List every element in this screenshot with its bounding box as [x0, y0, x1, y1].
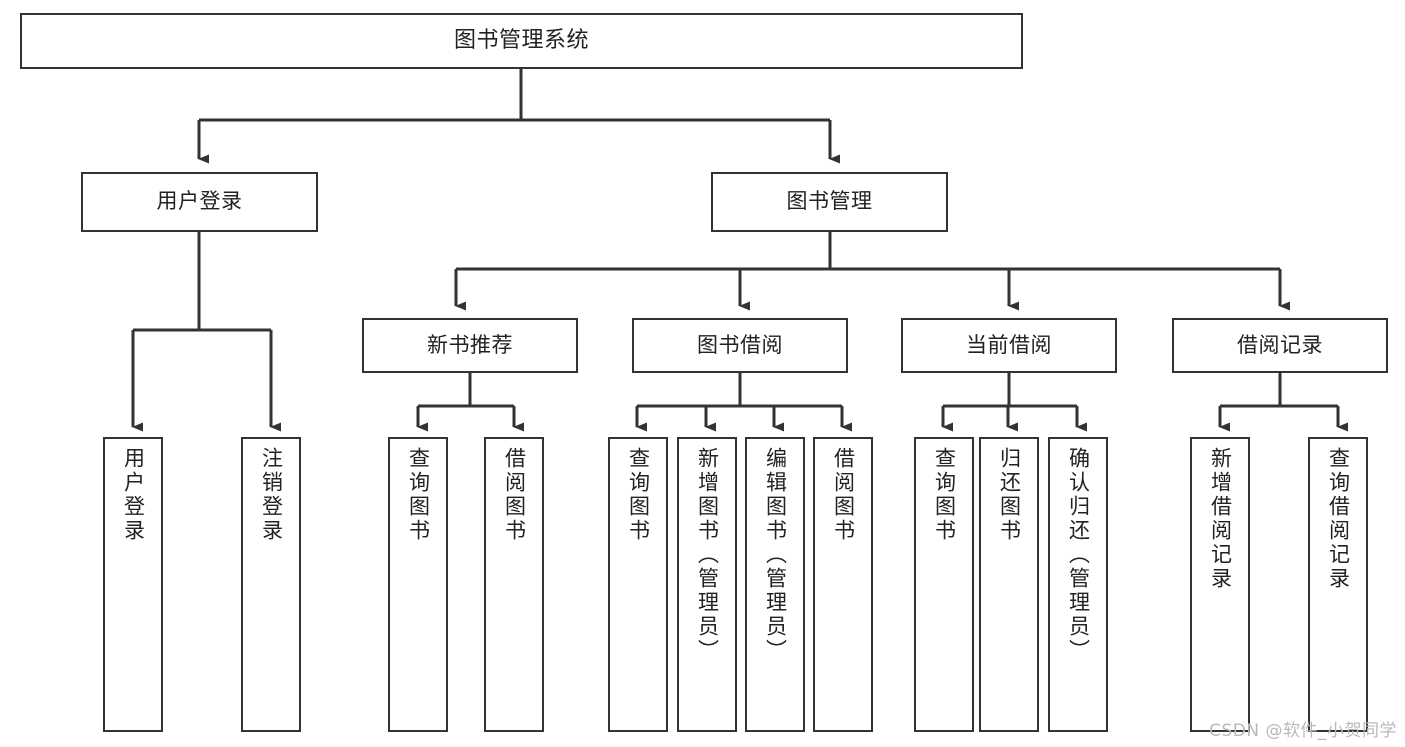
node-label: 借阅图书	[831, 447, 856, 543]
leaf-book-borrow-query-book[interactable]: 查询图书	[608, 437, 668, 732]
leaf-new-book-query-book[interactable]: 查询图书	[388, 437, 448, 732]
leaf-book-borrow-edit-book-admin[interactable]: 编辑图书（管理员）	[745, 437, 805, 732]
node-book-borrow[interactable]: 图书借阅	[632, 318, 848, 373]
node-label: 借阅记录	[1237, 332, 1323, 357]
node-current-borrow[interactable]: 当前借阅	[901, 318, 1117, 373]
node-label: 编辑图书（管理员）	[763, 447, 788, 663]
node-user-login[interactable]: 用户登录	[81, 172, 318, 232]
node-label: 注销登录	[259, 447, 284, 543]
leaf-borrow-record-add-record[interactable]: 新增借阅记录	[1190, 437, 1250, 732]
node-root-system[interactable]: 图书管理系统	[20, 13, 1023, 69]
node-label: 图书管理	[786, 189, 873, 214]
node-label: 查询借阅记录	[1326, 447, 1351, 591]
node-label: 新增借阅记录	[1208, 447, 1233, 591]
node-book-management[interactable]: 图书管理	[711, 172, 948, 232]
leaf-current-borrow-query-book[interactable]: 查询图书	[914, 437, 974, 732]
leaf-new-book-borrow-book[interactable]: 借阅图书	[484, 437, 544, 732]
node-label: 用户登录	[121, 447, 146, 543]
node-label: 确认归还（管理员）	[1066, 447, 1091, 663]
watermark-text: CSDN @软件_小贺同学	[1209, 721, 1397, 741]
node-label: 用户登录	[156, 189, 243, 214]
leaf-user-login-logout[interactable]: 注销登录	[241, 437, 301, 732]
leaf-current-borrow-confirm-return-admin[interactable]: 确认归还（管理员）	[1048, 437, 1108, 732]
node-label: 查询图书	[626, 447, 651, 543]
node-label: 查询图书	[932, 447, 957, 543]
leaf-user-login-login[interactable]: 用户登录	[103, 437, 163, 732]
node-new-book-recommend[interactable]: 新书推荐	[362, 318, 578, 373]
node-label: 借阅图书	[502, 447, 527, 543]
leaf-borrow-record-query-record[interactable]: 查询借阅记录	[1308, 437, 1368, 732]
node-borrow-record[interactable]: 借阅记录	[1172, 318, 1388, 373]
node-label: 新增图书（管理员）	[695, 447, 720, 663]
leaf-book-borrow-borrow-book[interactable]: 借阅图书	[813, 437, 873, 732]
node-label: 图书管理系统	[453, 27, 589, 53]
node-label: 归还图书	[997, 447, 1022, 543]
node-label: 查询图书	[406, 447, 431, 543]
leaf-current-borrow-return-book[interactable]: 归还图书	[979, 437, 1039, 732]
leaf-book-borrow-add-book-admin[interactable]: 新增图书（管理员）	[677, 437, 737, 732]
node-label: 当前借阅	[966, 332, 1052, 357]
node-label: 新书推荐	[427, 332, 513, 357]
node-label: 图书借阅	[697, 332, 783, 357]
